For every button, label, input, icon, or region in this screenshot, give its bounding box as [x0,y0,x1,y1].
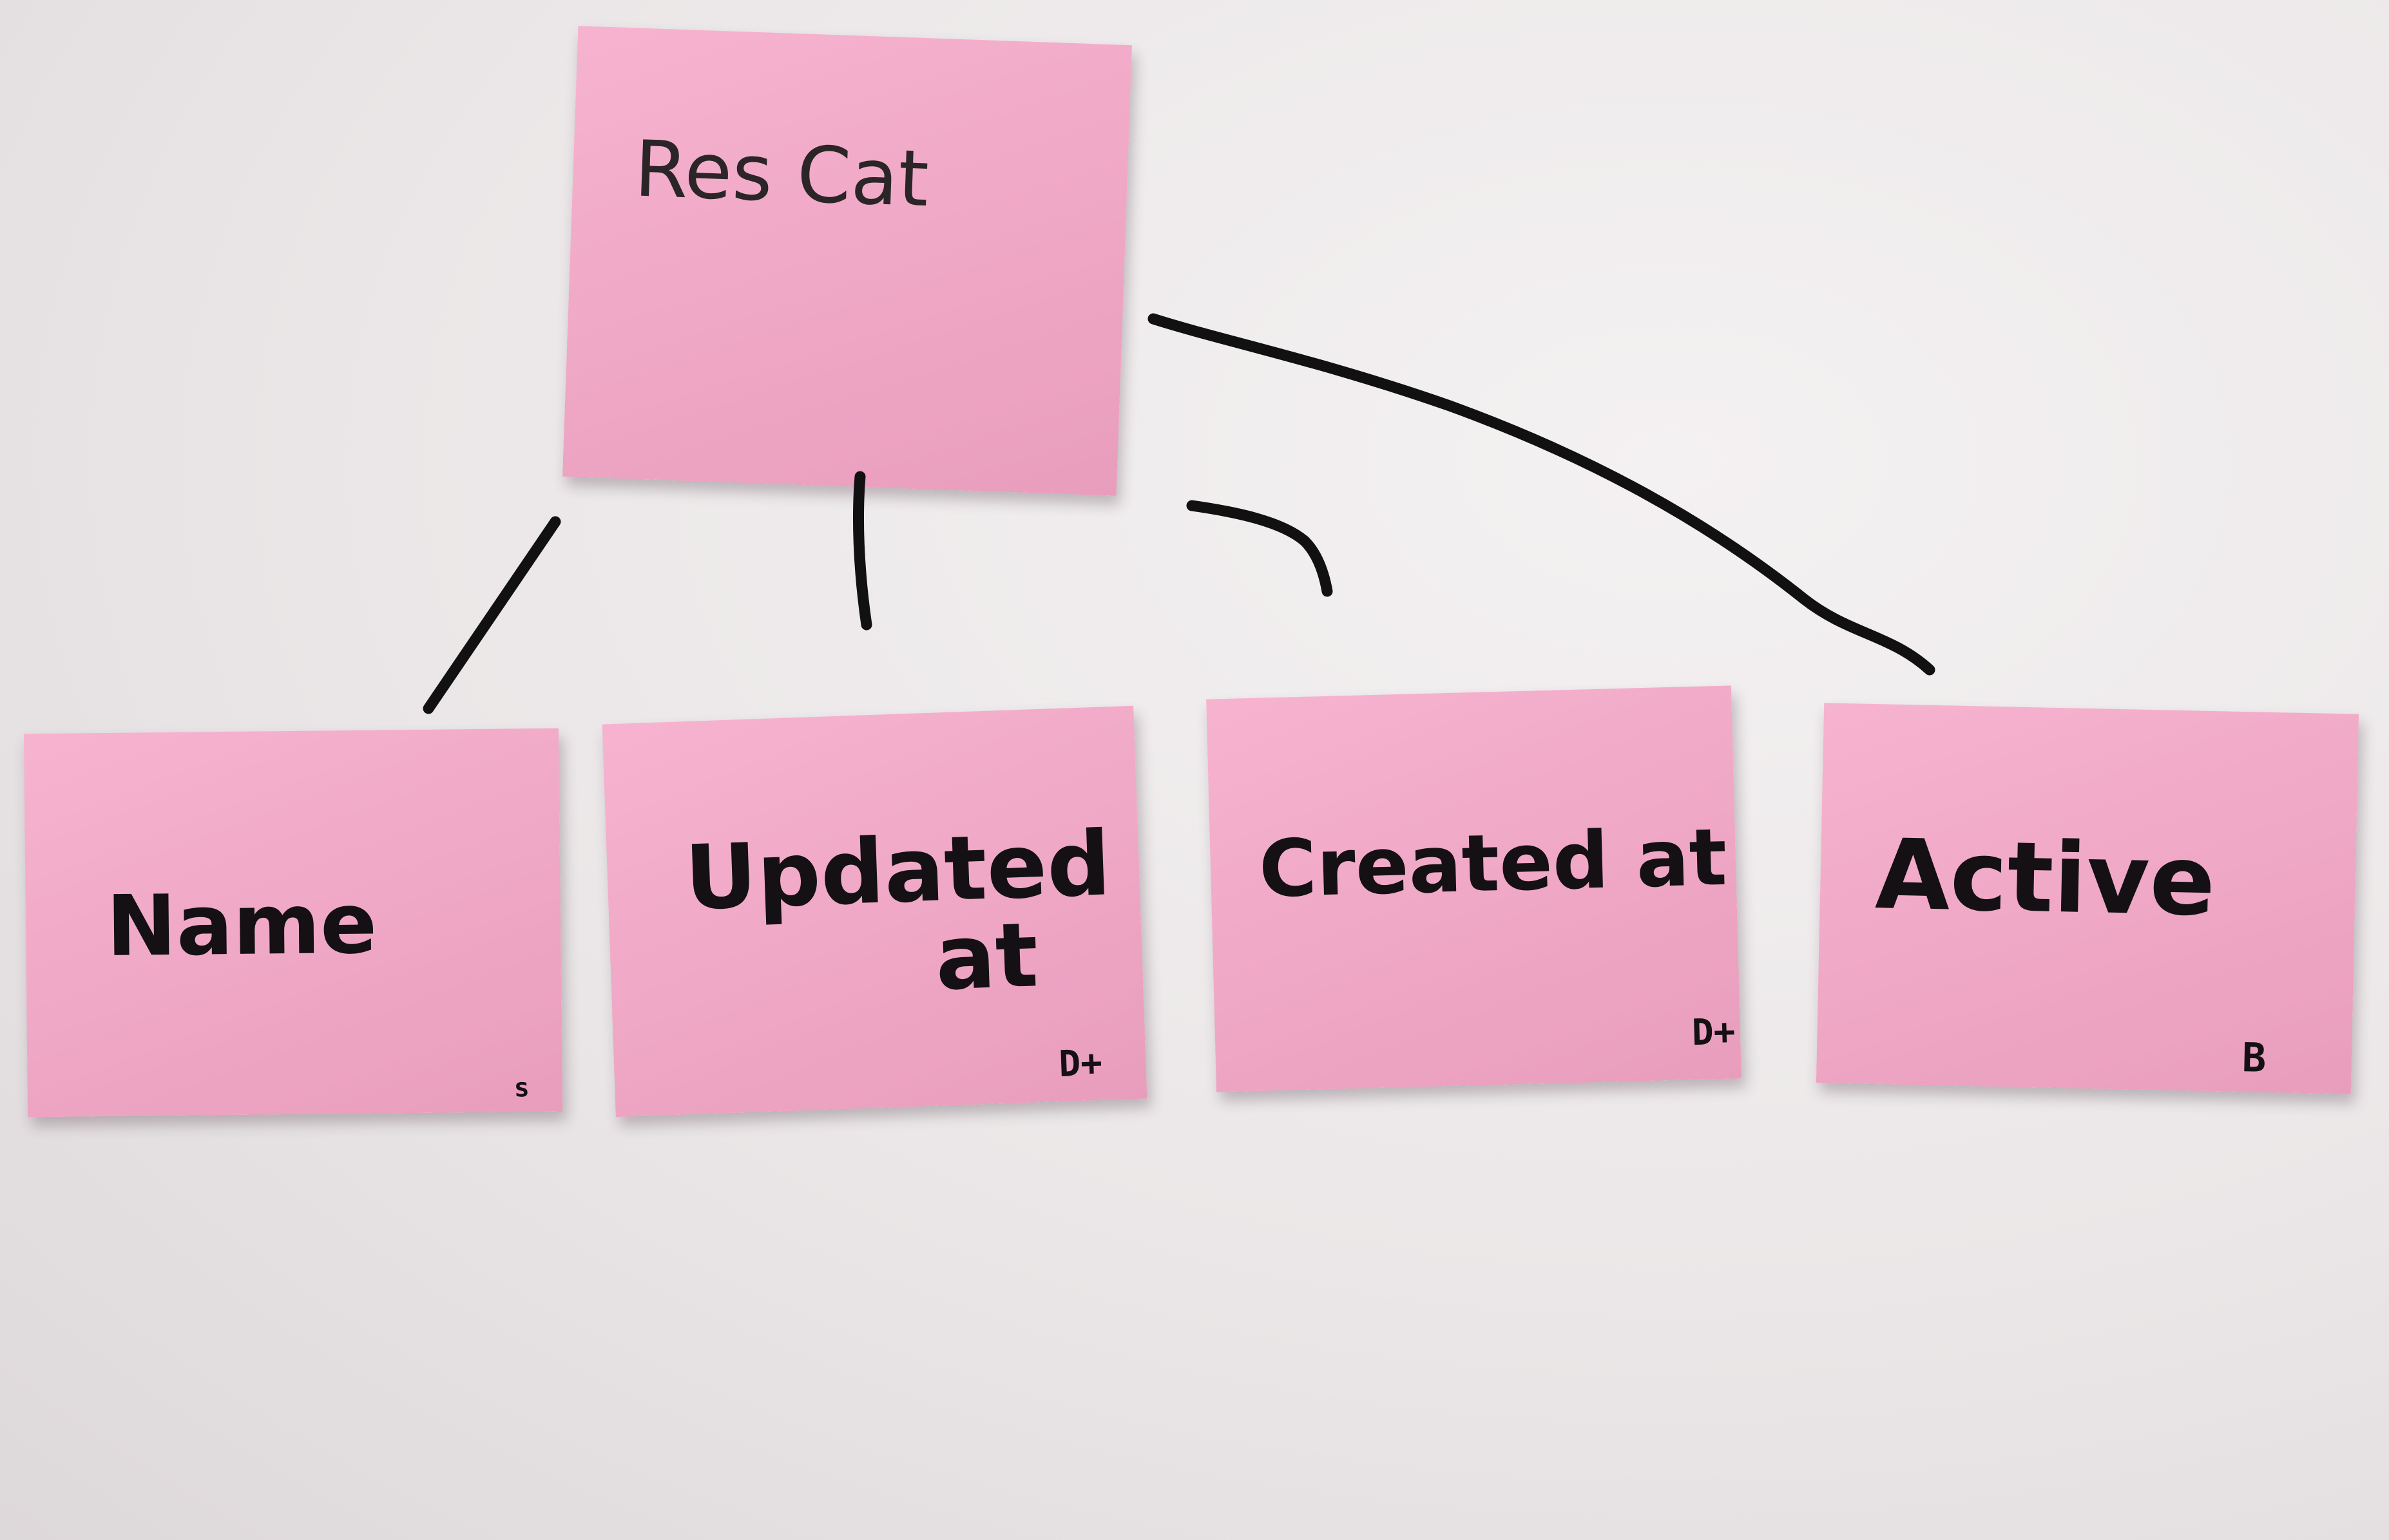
child-note-created-at: Created at D+ [1206,685,1741,1092]
child-note-corner-mark: s [513,1073,530,1103]
connector-line [1147,313,1935,676]
child-note-corner-mark: B [2241,1034,2267,1081]
root-note: Res Cat [562,26,1132,496]
child-note-label: Name [106,874,378,976]
child-note-corner-mark: D+ [1691,1011,1736,1054]
child-note-label: Created at [1258,811,1728,915]
child-note-label: Active [1874,819,2217,938]
child-note-active: Active B [1816,703,2359,1094]
child-note-corner-mark: D+ [1058,1041,1103,1086]
root-note-title: Res Cat [633,124,930,225]
connector-line [423,516,561,714]
child-note-updated-at: Updated at D+ [602,705,1147,1117]
connector-line [1186,500,1333,597]
connector-line [852,471,872,631]
child-note-label: Updated at [683,812,1113,1020]
child-note-name: Name s [23,728,563,1117]
